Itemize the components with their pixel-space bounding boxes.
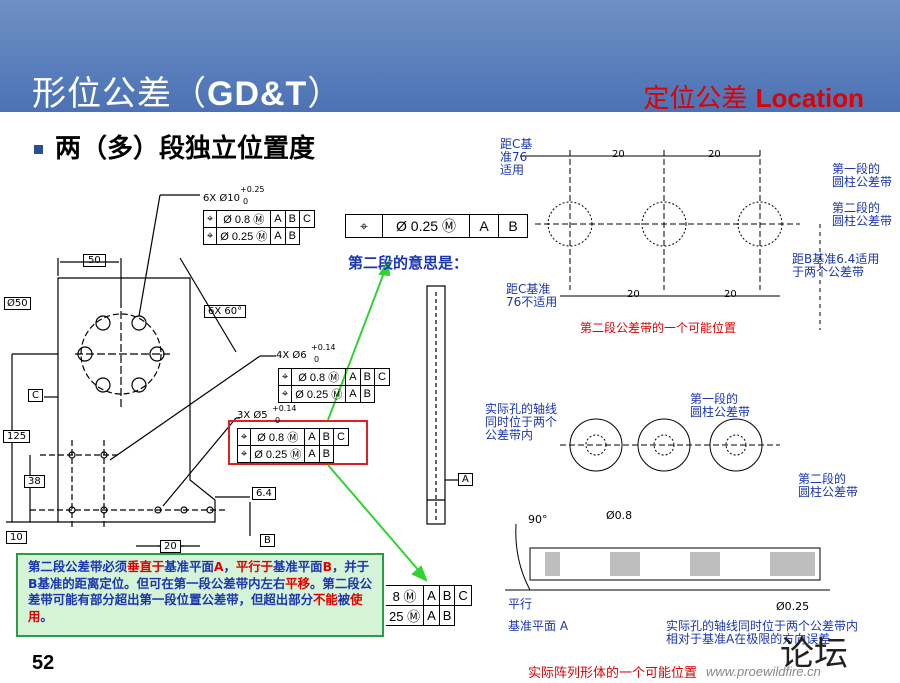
label-datum-plane-a: 基准平面 A [508,619,569,633]
page-number: 52 [32,652,55,674]
label-second-segment: 第二段的 圆柱公差带 [832,201,893,228]
label-parallel: 平行 [508,597,533,611]
label-possible-position: 第二段公差带的一个可能位置 [580,321,737,335]
caption-actual-array: 实际阵列形体的一个可能位置 [528,666,698,681]
dim-10: 10 [6,531,27,544]
label-4x-dia6: 4X Ø6 [276,350,307,361]
tol-5-plus: +0.14 [272,404,297,413]
watermark-url: www.proewildfire.cn [706,664,821,679]
dim-38: 38 [24,475,45,488]
label-first-segment: 第一段的 圆柱公差带 [832,162,893,189]
dim-20-b: 20 [708,149,721,160]
datum-a: A [458,473,473,486]
tol-10-zero: 0 [243,197,249,206]
tol-6-plus: +0.14 [311,343,336,352]
bullet-square-icon [34,145,43,154]
location-subtitle: 定位公差 Location [643,83,864,114]
explanation-note: 第二段公差带必须垂直于基准平面A，平行于基准平面B，并于B基准的距离定位。但可在… [16,553,384,637]
dim-125: 125 [3,430,31,443]
label-90-deg: 90° [528,513,548,526]
title-banner [0,0,900,112]
datum-b: B [260,534,275,547]
slide-title: 形位公差（GD&T） [32,74,343,114]
dim-20: 20 [160,540,181,553]
label-second-segment-2: 第二段的 圆柱公差带 [798,472,859,499]
dim-dia-50: Ø50 [4,297,31,310]
label-actual-axis-2: 实际孔的轴线同时位于两个公差带内 相对于基准A在极限的方向误差 [666,619,859,646]
label-from-c-76: 距C基 准76 适用 [500,137,533,177]
label-6x-60: 6X 60° [204,305,247,318]
datum-c: C [28,389,43,402]
bullet-heading: 两（多）段独立位置度 [34,128,315,165]
dim-20-a: 20 [612,149,625,160]
meaning-label: 第二段的意思是： [348,254,469,272]
label-from-b-64: 距B基准6.4适用 于两个公差带 [792,252,880,279]
label-from-c-76-not: 距C基准 76不适用 [506,282,558,309]
tol-10-plus: +0.25 [240,185,265,194]
dim-50: 50 [83,254,106,267]
label-actual-axis: 实际孔的轴线 同时位于两个 公差带内 [485,402,558,442]
dim-6-4: 6.4 [252,487,276,500]
label-3x-dia5: 3X Ø5 [237,410,268,421]
label-dia-025: Ø0.25 [776,600,810,613]
label-dia-08: Ø0.8 [606,509,633,522]
label-6x-dia10: 6X Ø10 [203,193,240,204]
dim-20-d: 20 [724,289,737,300]
watermark-forum: 论坛 [780,634,848,674]
dim-20-c: 20 [627,289,640,300]
tol-5-zero: 0 [275,416,281,425]
label-first-segment-2: 第一段的 圆柱公差带 [690,392,751,419]
tol-6-zero: 0 [314,355,320,364]
